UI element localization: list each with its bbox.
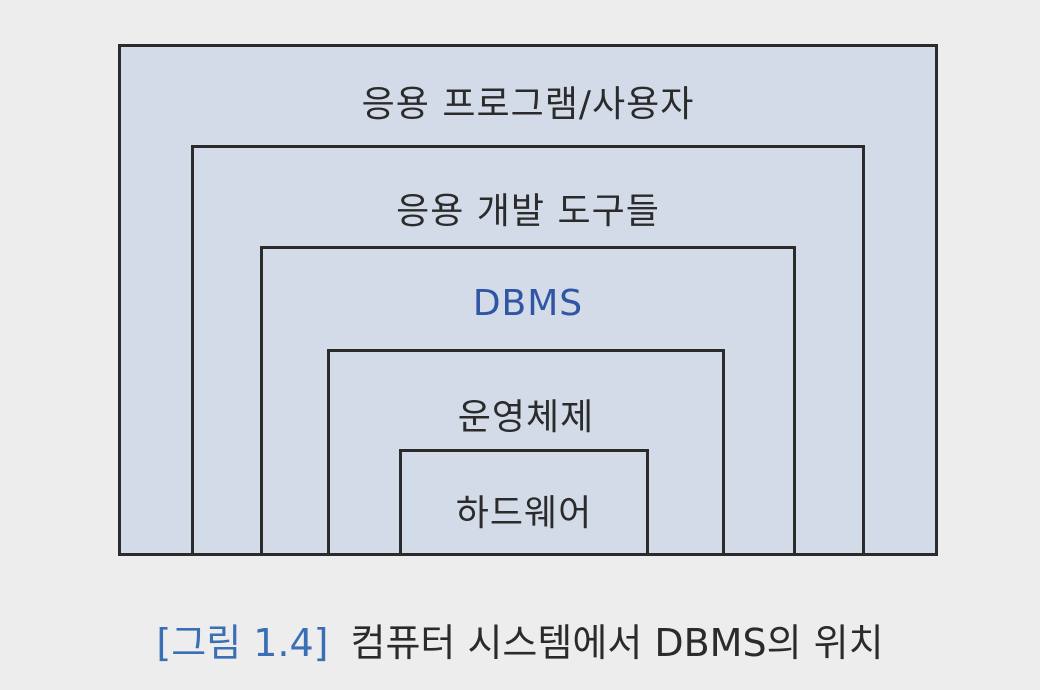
figure-caption-text: 컴퓨터 시스템에서 DBMS의 위치 (350, 621, 884, 665)
layer-hardware: 하드웨어 (399, 449, 649, 553)
layer-label-hardware: 하드웨어 (455, 493, 593, 534)
figure-number: [그림 1.4] (156, 621, 329, 665)
layer-label-dbms: DBMS (472, 283, 584, 324)
layer-label-application-user: 응용 프로그램/사용자 (361, 84, 695, 125)
figure-caption: [그림 1.4] 컴퓨터 시스템에서 DBMS의 위치 (0, 612, 1040, 667)
layer-label-development-tools: 응용 개발 도구들 (396, 191, 660, 232)
layer-label-operating-system: 운영체제 (457, 397, 595, 438)
